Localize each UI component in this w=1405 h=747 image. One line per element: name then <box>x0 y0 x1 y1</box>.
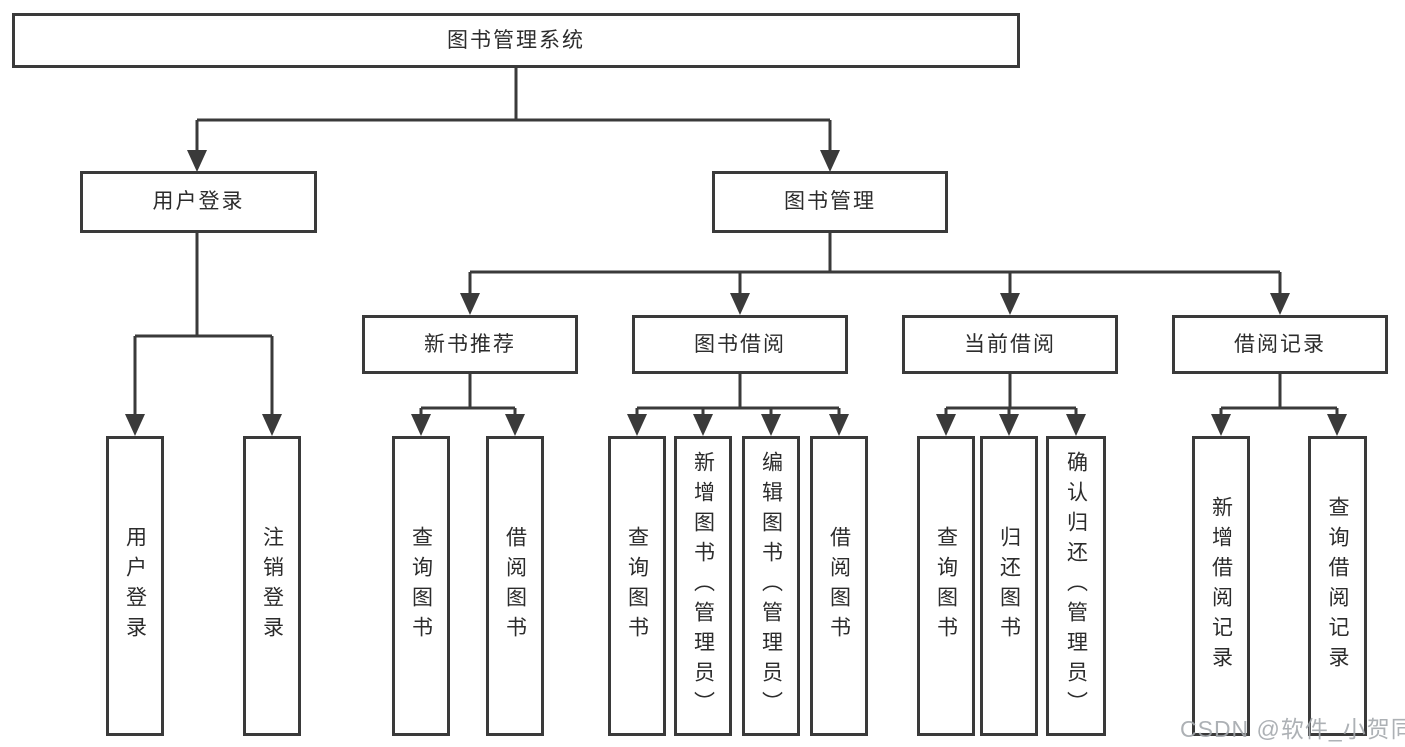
node-book-borrowing: 图书借阅 <box>632 315 848 374</box>
node-label: 查询图书 <box>625 526 649 646</box>
node-label: 新书推荐 <box>424 332 516 356</box>
node-borrow-records: 借阅记录 <box>1172 315 1388 374</box>
node-label: 图书借阅 <box>694 332 786 356</box>
leaf-borrow-books: 借阅图书 <box>810 436 868 736</box>
connector-book-borrowing <box>627 374 849 436</box>
leaf-borrow-books-recommend: 借阅图书 <box>486 436 544 736</box>
leaf-add-borrow-record: 新增借阅记录 <box>1192 436 1250 736</box>
leaf-return-books: 归还图书 <box>980 436 1038 736</box>
leaf-query-books-recommend: 查询图书 <box>392 436 450 736</box>
connector-current-borrowing <box>936 374 1086 436</box>
leaf-logout: 注销登录 <box>243 436 301 736</box>
node-label: 图书管理系统 <box>447 28 585 52</box>
node-current-borrowing: 当前借阅 <box>902 315 1118 374</box>
node-new-book-recommend: 新书推荐 <box>362 315 578 374</box>
leaf-edit-book-admin: 编辑图书（管理员） <box>742 436 800 736</box>
node-label: 用户登录 <box>152 190 245 214</box>
node-label: 借阅图书 <box>503 526 527 646</box>
leaf-query-books-current: 查询图书 <box>917 436 975 736</box>
connector-user-login <box>125 233 282 436</box>
connector-book-management <box>460 233 1290 315</box>
connector-borrow-records <box>1211 374 1347 436</box>
connector-new-book-recommend <box>411 374 525 436</box>
connector-root <box>187 68 840 172</box>
leaf-user-login: 用户登录 <box>106 436 164 736</box>
node-label: 借阅图书 <box>827 526 851 646</box>
node-label: 新增借阅记录 <box>1209 496 1233 676</box>
node-label: 新增图书（管理员） <box>691 451 715 721</box>
node-book-management: 图书管理 <box>712 171 948 233</box>
leaf-query-books-borrowing: 查询图书 <box>608 436 666 736</box>
node-label: 查询借阅记录 <box>1326 496 1349 676</box>
node-label: 归还图书 <box>997 526 1021 646</box>
leaf-confirm-return-admin: 确认归还（管理员） <box>1046 436 1106 736</box>
node-label: 用户登录 <box>123 526 147 646</box>
node-label: 确认归还（管理员） <box>1064 451 1088 721</box>
leaf-add-book-admin: 新增图书（管理员） <box>674 436 732 736</box>
node-library-management-system: 图书管理系统 <box>12 13 1020 68</box>
leaf-query-borrow-record: 查询借阅记录 <box>1308 436 1367 736</box>
node-label: 查询图书 <box>934 526 958 646</box>
node-label: 图书管理 <box>784 190 876 214</box>
csdn-watermark: CSDN @软件_小贺同学 <box>1180 716 1405 742</box>
node-label: 当前借阅 <box>964 332 1056 356</box>
node-label: 借阅记录 <box>1234 332 1326 356</box>
node-user-login: 用户登录 <box>80 171 317 233</box>
node-label: 注销登录 <box>260 526 284 646</box>
node-label: 编辑图书（管理员） <box>759 451 783 721</box>
node-label: 查询图书 <box>409 526 433 646</box>
